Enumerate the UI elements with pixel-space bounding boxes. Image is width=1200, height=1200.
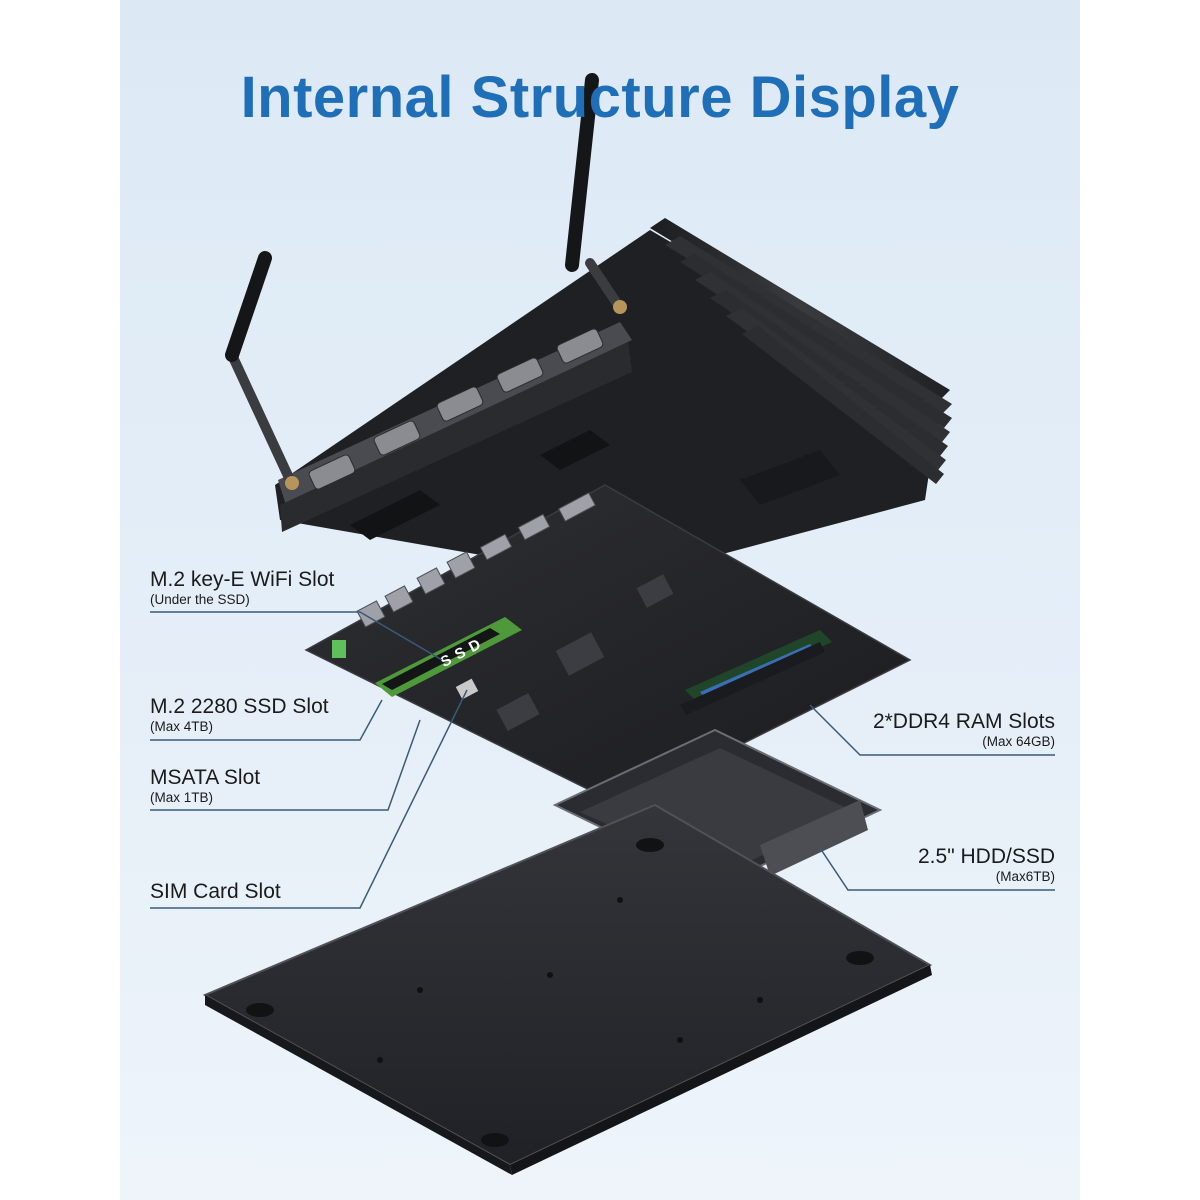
callout-hdd-bay: 2.5" HDD/SSD (Max6TB) [820, 845, 1055, 885]
callout-sim-slot: SIM Card Slot [150, 880, 370, 904]
callout-hdd-label: 2.5" HDD/SSD [918, 845, 1055, 868]
callout-ssd-slot: M.2 2280 SSD Slot (Max 4TB) [150, 695, 370, 735]
leader-lines [150, 611, 1055, 909]
product-infographic: Internal Structure Display [120, 0, 1080, 1200]
callout-sim-label: SIM Card Slot [150, 880, 281, 903]
page-title: Internal Structure Display [240, 65, 960, 130]
callout-wifi-label: M.2 key-E WiFi Slot [150, 568, 335, 591]
callout-ram-label: 2*DDR4 RAM Slots [872, 710, 1055, 733]
antenna-icon [565, 73, 627, 314]
callout-ssd-note: (Max 4TB) [150, 719, 214, 734]
ddr4-ram-module [680, 630, 832, 715]
callout-ssd-label: M.2 2280 SSD Slot [150, 695, 329, 718]
fanless-chassis [275, 218, 952, 580]
sim-slot [455, 678, 479, 700]
serial-ports [308, 328, 604, 490]
bottom-cover-plate [202, 803, 933, 1175]
callout-ram-slots: 2*DDR4 RAM Slots (Max 64GB) [820, 710, 1055, 750]
callout-wifi-note: (Under the SSD) [150, 592, 250, 607]
callout-msata-label: MSATA Slot [150, 766, 261, 789]
callout-msata-slot: MSATA Slot (Max 1TB) [150, 766, 370, 806]
antenna-icon [225, 251, 299, 490]
callout-hdd-note: (Max6TB) [995, 869, 1055, 884]
callout-wifi-slot: M.2 key-E WiFi Slot (Under the SSD) [150, 568, 370, 608]
heatsink-fins [650, 218, 952, 484]
exploded-view-illustration: SSD [150, 73, 1055, 1175]
callout-msata-note: (Max 1TB) [150, 790, 214, 805]
callout-ram-note: (Max 64GB) [982, 734, 1055, 749]
hdd-bay [552, 728, 883, 887]
